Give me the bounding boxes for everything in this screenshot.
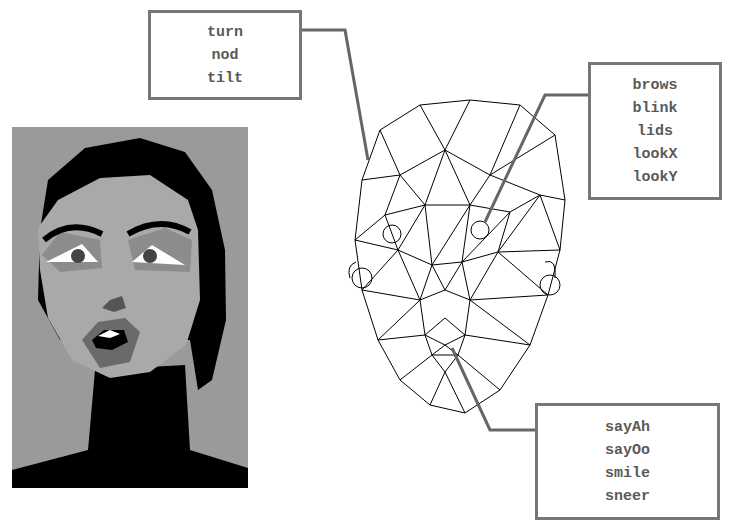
parameter-name: lookX — [632, 143, 677, 166]
cartoon-face — [12, 127, 248, 488]
parameter-name: brows — [632, 74, 677, 97]
parameter-name: lookY — [632, 166, 677, 189]
callout-box: turnnodtilt — [148, 10, 302, 100]
parameter-name: tilt — [207, 67, 243, 90]
parameter-name: sneer — [605, 485, 650, 508]
parameter-name: sayOo — [605, 439, 650, 462]
parameter-name: nod — [211, 44, 238, 67]
callout-box: browsblinklidslookXlookY — [588, 62, 722, 200]
parameter-name: lids — [637, 120, 673, 143]
parameter-name: sayAh — [605, 416, 650, 439]
callout-box: sayAhsayOosmilesneer — [535, 403, 720, 520]
parameter-name: blink — [632, 97, 677, 120]
parameter-name: turn — [207, 21, 243, 44]
wireframe-head — [349, 100, 565, 413]
leader-line — [302, 30, 588, 430]
parameter-name: smile — [605, 462, 650, 485]
